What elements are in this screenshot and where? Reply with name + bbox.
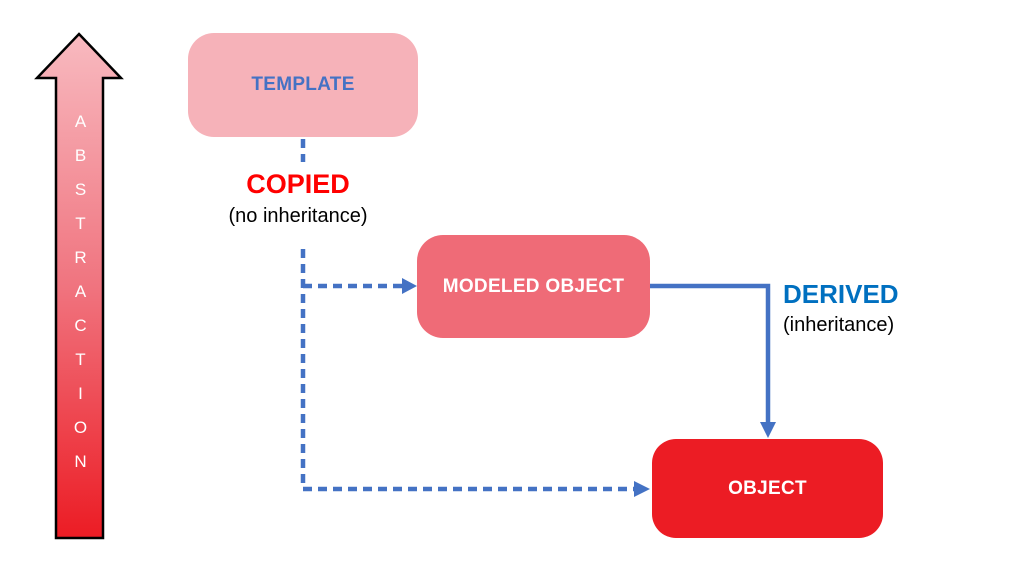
template-node: TEMPLATE xyxy=(188,33,418,137)
modeled-object-node: MODELED OBJECT xyxy=(417,235,650,338)
template-node-label: TEMPLATE xyxy=(251,74,355,95)
derived-annotation-title: DERIVED xyxy=(783,279,899,309)
copied-annotation-title: COPIED xyxy=(246,169,350,199)
modeled-to-object-solid-connector xyxy=(650,283,771,422)
object-solid-arrowhead xyxy=(760,422,776,438)
abstraction-arrow xyxy=(34,32,124,540)
copied-annotation-note: (no inheritance) xyxy=(228,204,368,227)
abstraction-axis-label: ABSTRACTION xyxy=(71,112,90,486)
derived-annotation-note: (inheritance) xyxy=(783,313,895,336)
copied-to-object-dashed-connector xyxy=(300,249,634,492)
object-node-label: OBJECT xyxy=(728,477,807,499)
derived-annotation: DERIVED (inheritance) xyxy=(783,278,899,338)
modeled-dashed-arrowhead xyxy=(402,278,417,294)
object-dashed-arrowhead xyxy=(634,481,650,497)
object-node: OBJECT xyxy=(652,439,883,538)
modeled-object-node-label: MODELED OBJECT xyxy=(442,275,625,297)
copied-annotation: COPIED (no inheritance) xyxy=(187,168,409,229)
